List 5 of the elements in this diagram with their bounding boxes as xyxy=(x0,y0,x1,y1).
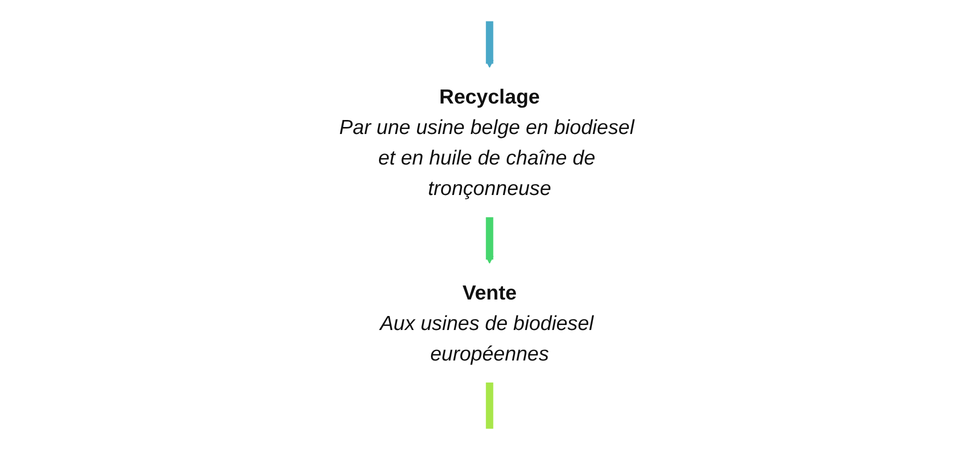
node-text: Recyclage Par une usine belge en biodiesel et en huile de chaîne de tronçonneuse xyxy=(340,85,635,200)
connector xyxy=(486,382,494,429)
arrow xyxy=(486,217,494,264)
node-text: Vente Aux usines de biodiesel européennes xyxy=(380,280,594,365)
arrow xyxy=(486,21,494,68)
